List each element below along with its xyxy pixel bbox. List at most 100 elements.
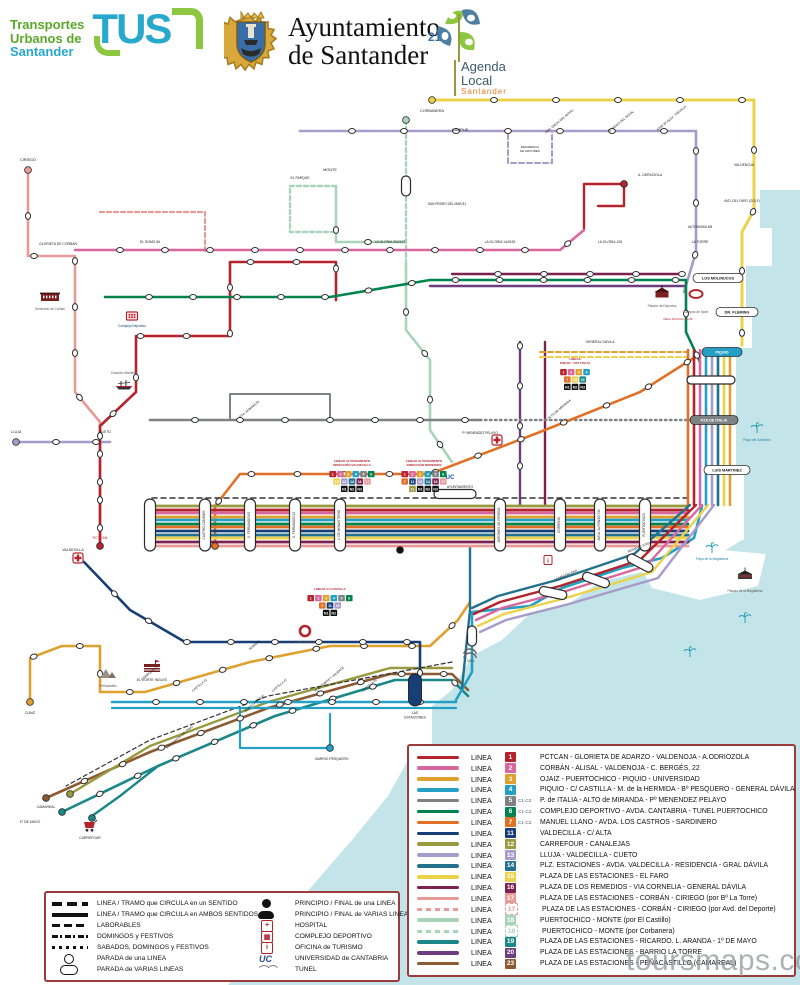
stop bbox=[116, 247, 124, 253]
map-label: CORBANERA bbox=[420, 109, 445, 113]
line-number-badge: 19 bbox=[505, 936, 516, 947]
stop bbox=[292, 259, 301, 265]
line-badge bbox=[409, 471, 416, 478]
stop bbox=[660, 128, 668, 134]
legend-symbol-label: SABADOS, DOMINGOS y FESTIVOS bbox=[97, 944, 209, 951]
stop bbox=[427, 395, 433, 404]
map-label: ADARZO bbox=[248, 639, 261, 651]
map-label: Palacio de la Magdalena bbox=[728, 589, 763, 593]
line-number-badge: 1 bbox=[505, 752, 516, 763]
stop bbox=[738, 97, 746, 103]
legend-symbol-label: OFICINA de TURISMO bbox=[295, 944, 363, 951]
line-badge bbox=[337, 471, 344, 478]
stop bbox=[627, 277, 636, 283]
map-label: J. DE MONASTERIO bbox=[337, 509, 341, 540]
cluster-title: DIRECCIÓN REMEDIOS bbox=[407, 462, 442, 467]
label-capsule bbox=[689, 415, 739, 425]
legend-symbol-row: LINEA / TRAMO que CIRCULA en un SENTIDO bbox=[52, 898, 242, 909]
stop bbox=[157, 744, 166, 751]
stop bbox=[539, 277, 548, 283]
agenda-text: Agenda Local Santander bbox=[454, 60, 507, 97]
stop bbox=[356, 679, 365, 686]
stop bbox=[517, 422, 523, 430]
map-label: CIRIEGO bbox=[20, 158, 36, 162]
bus-line-11a bbox=[82, 560, 422, 690]
stop bbox=[560, 419, 568, 426]
line-description: OJAIZ - PUERTOCHICO - PIQUIO - UNIVERSID… bbox=[540, 775, 700, 783]
map-label: MONTE bbox=[323, 168, 337, 172]
map-label: AVDA. ALFONSO XIII bbox=[597, 509, 601, 540]
line-color-swatch bbox=[417, 820, 459, 825]
stop bbox=[284, 699, 292, 705]
stop bbox=[97, 669, 103, 678]
line-badge-number: 3 bbox=[347, 473, 349, 477]
stop bbox=[431, 247, 439, 253]
stop bbox=[552, 97, 560, 103]
linea-word: LINEA bbox=[471, 828, 492, 838]
map-label: S. FERNANDO 22 bbox=[292, 512, 296, 538]
line-description: VALDECILLA - C/ ALTA bbox=[540, 829, 612, 837]
bus-line-cd4 bbox=[478, 503, 716, 634]
line-badge-number: N3 bbox=[580, 385, 585, 389]
stop bbox=[246, 259, 255, 265]
line-badge bbox=[424, 485, 432, 492]
stop bbox=[448, 622, 456, 630]
line-description: P. de ITALIA - ALTO de MIRANDA - Pº MENE… bbox=[540, 797, 727, 805]
line-color-swatch bbox=[417, 864, 459, 868]
line-badge-number: 5 bbox=[363, 473, 365, 477]
stop bbox=[517, 342, 523, 350]
bus-line-12a bbox=[68, 666, 454, 796]
legend-symbol-row: PRINCIPIO / FINAL de VARIAS LINEAS bbox=[250, 909, 413, 920]
agenda-leaves-icon bbox=[437, 9, 480, 62]
svg-text:i: i bbox=[547, 558, 549, 564]
agenda-line2: Local bbox=[461, 72, 493, 88]
line-description: PIQUIO - C/ CASTILLA - M. de la HERMIDA … bbox=[540, 786, 795, 794]
stop bbox=[402, 639, 411, 645]
map-label: AYUNTAMIENTO bbox=[447, 485, 474, 489]
line-color-swatch bbox=[417, 831, 459, 836]
bus-line-5c bbox=[229, 393, 331, 421]
stop-capsule bbox=[288, 498, 302, 552]
stop bbox=[439, 671, 448, 677]
map-label: EL PARQUE bbox=[290, 176, 310, 180]
map-label: CAMPUS bbox=[452, 128, 469, 132]
stop bbox=[161, 247, 169, 253]
line-terminal bbox=[66, 790, 74, 798]
legend-line-row: LINEA19C1·C2PLAZA DE LAS ESTACIONES - RI… bbox=[417, 936, 786, 948]
stop bbox=[172, 755, 180, 762]
stop bbox=[72, 349, 78, 357]
bus-line-14a bbox=[460, 546, 472, 690]
bus-line-4c bbox=[238, 706, 332, 750]
stop bbox=[556, 128, 564, 134]
line-terminal bbox=[402, 116, 410, 124]
stop bbox=[76, 393, 83, 401]
line-badge-number: N2 bbox=[426, 487, 431, 491]
line-badge bbox=[432, 471, 439, 478]
stop bbox=[236, 417, 244, 423]
stop bbox=[152, 699, 160, 705]
line-badge bbox=[367, 471, 375, 478]
line-badge-number: 1 bbox=[332, 473, 334, 477]
stop-capsule bbox=[243, 498, 257, 552]
map-label: EL SOMO 56 bbox=[140, 240, 160, 244]
legend-symbol-label: PARADA de una LINEA bbox=[97, 955, 167, 962]
linea-word: LINEA bbox=[471, 959, 492, 969]
info-icon: i bbox=[543, 555, 553, 565]
line-badge-number: N2 bbox=[573, 385, 578, 389]
map-label: Seminario de Corbán bbox=[35, 307, 65, 311]
stop bbox=[476, 247, 484, 253]
stop bbox=[517, 436, 525, 443]
stop bbox=[233, 294, 241, 300]
line-color-swatch bbox=[417, 853, 459, 857]
sport-icon bbox=[125, 311, 139, 321]
line-badge-number: 2 bbox=[570, 371, 572, 375]
stop bbox=[312, 645, 321, 652]
map-label: LA GLORIA 144/153 bbox=[485, 240, 516, 244]
map-label: GLORIETA DE CORBÁN bbox=[39, 242, 77, 246]
stop bbox=[494, 271, 502, 277]
line-badge-number: 1 bbox=[310, 597, 312, 601]
line-description: PLZ. ESTACIONES - AVDA. VALDECILLA - RES… bbox=[540, 862, 768, 870]
